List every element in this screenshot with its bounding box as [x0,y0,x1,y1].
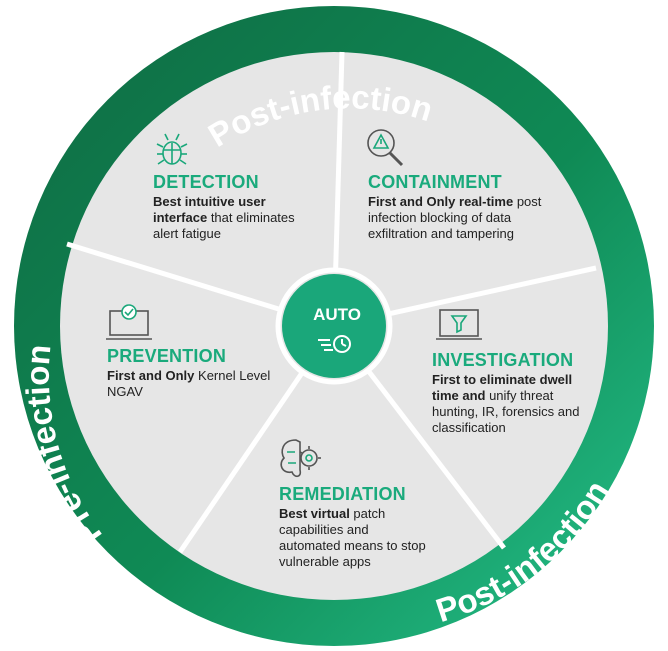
center-hub [282,274,386,378]
fast-clock-icon [318,335,351,353]
center-auto-label: AUTO [313,305,361,324]
segment-prevention-title: PREVENTION [107,346,227,366]
segment-prevention-desc: First and Only Kernel Level NGAV [107,368,271,399]
segment-remediation: REMEDIATION Best virtual patch capabilit… [279,484,431,570]
segment-investigation-title: INVESTIGATION [432,350,574,370]
segment-prevention: PREVENTION First and Only Kernel Level N… [107,346,272,400]
segment-detection: DETECTION Best intuitive user interface … [153,172,323,242]
segment-detection-desc: Best intuitive user interface that elimi… [153,194,295,241]
segment-containment-desc: First and Only real-time post infection … [368,194,542,241]
segment-investigation-desc: First to eliminate dwell time and unify … [432,372,580,435]
segment-containment-title: CONTAINMENT [368,172,502,192]
alert-magnifier-icon [367,129,404,167]
laptop-funnel-icon [436,309,482,340]
segment-containment: CONTAINMENT First and Only real-time pos… [368,172,558,242]
segment-investigation: INVESTIGATION First to eliminate dwell t… [432,350,602,436]
bug-icon [156,133,188,165]
segment-detection-title: DETECTION [153,172,259,192]
segment-remediation-desc: Best virtual patch capabilities and auto… [279,506,426,569]
laptop-check-icon [106,304,152,340]
brain-gear-icon [280,439,321,478]
segment-remediation-title: REMEDIATION [279,484,406,504]
